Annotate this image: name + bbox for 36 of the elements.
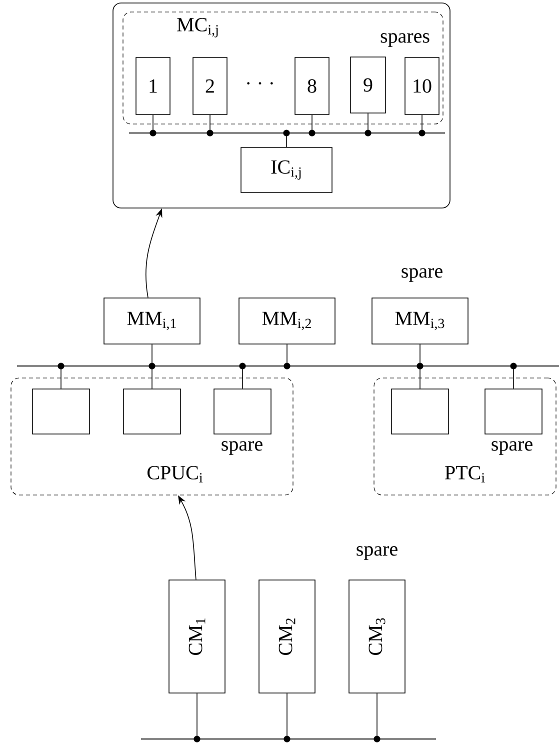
module-box: 1 [136,57,170,115]
module-box: IC$_{i,j}$ [240,147,332,193]
empty-box [214,388,272,434]
bus-tap [152,114,154,132]
bus-tap [242,366,243,389]
group-note: spares [380,33,430,47]
empty-box [32,388,90,434]
bus-tap [60,366,62,389]
bus-line [129,130,445,136]
bus-tap [513,366,514,389]
empty-box [484,388,542,434]
module-box: MM$_{i,2}$ [238,298,336,344]
bus-tap [286,693,288,738]
module-box: CM$_{2}$ [258,580,316,694]
module-box: 2 [192,57,228,115]
module-box: CM$_{3}$ [348,580,406,694]
module-box: 9 [350,56,386,114]
module-box: 10 [404,57,440,115]
spare-note: spare [222,441,262,455]
bus-tap [286,134,287,148]
spare-note: spare [402,268,442,282]
empty-box [391,388,449,434]
bus-line [141,736,436,742]
bus-tap [196,693,198,738]
spare-note: spare [356,546,398,560]
module-box: 8 [294,57,330,115]
ellipsis: · · · [247,82,273,84]
bus-tap [286,344,288,366]
bus-line [17,362,559,370]
empty-box [123,388,181,434]
spare-note: spare [492,441,532,455]
container-box [112,2,450,208]
module-box: CM$_{1}$ [168,580,226,694]
bus-tap [376,693,378,738]
module-box: MM$_{i,3}$ [372,298,468,344]
module-box: MM$_{i,1}$ [104,298,200,344]
